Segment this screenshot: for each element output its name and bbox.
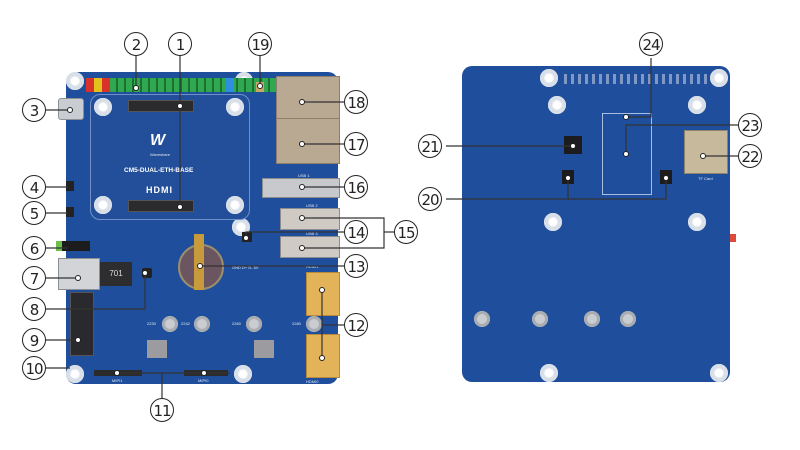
callout-21: 21: [418, 134, 442, 158]
callout-7: 7: [22, 266, 46, 290]
callout-line-20b: [568, 178, 667, 200]
rtc-battery-clip: [194, 234, 204, 290]
callout-24: 24: [639, 32, 663, 56]
mounting-hole: [710, 69, 728, 87]
callout-5: 5: [22, 201, 46, 225]
inductor-701: 701: [100, 262, 132, 286]
back-standoff: [532, 311, 548, 327]
mipi0-label: MIPI0: [198, 378, 209, 383]
callout-14: 14: [344, 220, 368, 244]
callout-22: 22: [738, 144, 762, 168]
callout-3: 3: [22, 98, 46, 122]
hdmi1-port: [306, 272, 340, 316]
usb-header-label: GND D+ D- 5V: [232, 265, 259, 270]
mounting-hole: [710, 364, 728, 382]
callout-line-15: [302, 217, 385, 249]
back-standoff: [620, 311, 636, 327]
callout-line-20a: [446, 178, 569, 200]
fan-header: [56, 241, 90, 251]
back-board: [462, 66, 730, 382]
back-standoff: [584, 311, 600, 327]
tf-card-label: TF Card: [698, 176, 713, 181]
module-hole: [94, 98, 112, 116]
brand-name: Waveshare: [150, 152, 171, 157]
mounting-hole: [66, 365, 84, 383]
mounting-hole: [548, 96, 566, 114]
cm5-connector-bottom: [128, 200, 194, 212]
callout-19: 19: [248, 32, 272, 56]
back-standoff: [474, 311, 490, 327]
callout-4: 4: [22, 175, 46, 199]
callout-1: 1: [168, 32, 192, 56]
callout-line-23: [625, 124, 738, 154]
m2-standoff-2260: [246, 316, 262, 332]
mounting-hole: [544, 213, 562, 231]
module-hole: [94, 196, 112, 214]
mounting-hole: [66, 72, 84, 90]
callout-10: 10: [22, 356, 46, 380]
power-led: [730, 234, 736, 242]
callout-line-8: [46, 273, 146, 310]
button-4: [66, 181, 74, 191]
usb3-label: USB 3: [306, 231, 318, 236]
ethernet-port-1: [276, 118, 340, 164]
gpio-pads: [564, 74, 708, 84]
mounting-hole: [688, 96, 706, 114]
callout-15: 15: [394, 220, 418, 244]
usb2-port-2: [280, 208, 340, 230]
callout-13: 13: [344, 254, 368, 278]
mounting-hole: [540, 69, 558, 87]
tf-card-slot: [684, 130, 728, 174]
cm5-connector-top: [128, 100, 194, 112]
module-hole: [226, 98, 244, 116]
hdmi-logo: HDMI: [146, 185, 173, 195]
callout-6: 6: [22, 236, 46, 260]
callout-line-14: [245, 231, 344, 238]
mounting-hole: [234, 365, 252, 383]
m2-standoff-2280: [306, 316, 322, 332]
callout-line-24: [626, 58, 652, 118]
usb2-label: USB 2: [306, 203, 318, 208]
hdmi0-label: HDMI0: [306, 379, 319, 384]
callout-12: 12: [344, 313, 368, 337]
m2-label-2280: 2280: [292, 321, 301, 326]
mounting-hole: [688, 213, 706, 231]
m2-label-2260: 2260: [232, 321, 241, 326]
dc-power-jack: [58, 258, 100, 290]
callout-11: 11: [150, 398, 174, 422]
usb1-label: USB 1: [298, 173, 310, 178]
inductor-4r7: [254, 340, 274, 358]
product-name: CM5-DUAL-ETH-BASE: [124, 167, 194, 174]
module-hole: [226, 196, 244, 214]
mipi1-label: MIPI1: [112, 378, 123, 383]
callout-16: 16: [344, 175, 368, 199]
mounting-hole: [540, 364, 558, 382]
callout-20: 20: [418, 187, 442, 211]
dip-switch-table: [602, 113, 652, 195]
callout-8: 8: [22, 297, 46, 321]
callout-23: 23: [738, 113, 762, 137]
m2-label-2230: 2230: [147, 321, 156, 326]
brand-logo: W: [150, 132, 166, 149]
inductor-4r7: [147, 340, 167, 358]
callout-17: 17: [344, 132, 368, 156]
m2-label-2242: 2242: [181, 321, 190, 326]
callout-9: 9: [22, 328, 46, 352]
callout-2: 2: [124, 32, 148, 56]
callout-18: 18: [344, 90, 368, 114]
m2-slot: [70, 292, 94, 356]
usb2-port-3: [280, 236, 340, 258]
cm5-module-area: [90, 94, 250, 220]
gpio-header: [86, 78, 296, 92]
m2-standoff-2230: [162, 316, 178, 332]
button-5: [66, 207, 74, 217]
m2-standoff-2242: [194, 316, 210, 332]
